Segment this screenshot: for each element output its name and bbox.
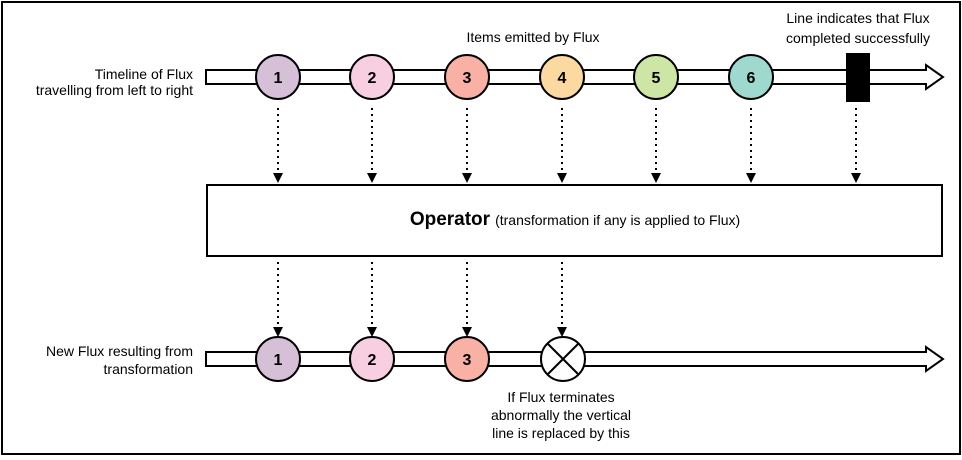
top-timeline: Timeline of Flux travelling from left to…: [36, 10, 945, 102]
bottom-timeline: New Flux resulting from transformation 1…: [46, 336, 945, 441]
top-marble-circle: [349, 54, 395, 100]
top-marble-label: 2: [368, 70, 377, 87]
error-label-line-2: abnormally the vertical: [491, 407, 631, 423]
bottom-marble-1: 1: [255, 336, 301, 382]
bottom-marble-label: 1: [274, 352, 283, 369]
operator-subtitle: (transformation if any is applied to Flu…: [495, 212, 740, 228]
bottom-timeline-label-line-1: New Flux resulting from: [46, 343, 193, 359]
top-marble-circle: [444, 54, 490, 100]
top-timeline-label-line-1: Timeline of Flux: [95, 66, 193, 82]
bottom-marble-label: 3: [463, 352, 472, 369]
completion-marker: [846, 53, 870, 102]
bottom-marble-3: 3: [444, 336, 490, 382]
error-marker: [540, 336, 586, 382]
top-marble-label: 1: [274, 70, 283, 87]
bottom-marbles: 1 2 3: [255, 336, 490, 382]
bottom-marble-label: 2: [368, 352, 377, 369]
operator-text: Operator(transformation if any is applie…: [410, 209, 740, 230]
bottom-timeline-label-line-2: transformation: [104, 361, 193, 377]
operator-title: Operator: [410, 209, 491, 230]
top-marble-6: 6: [728, 54, 774, 100]
top-timeline-label-line-2: travelling from left to right: [36, 82, 193, 98]
top-marble-circle: [255, 54, 301, 100]
top-marble-1: 1: [255, 54, 301, 100]
top-marbles: 1 2 3 4 5 6: [255, 54, 774, 100]
top-marble-label: 4: [558, 70, 567, 87]
top-marble-circle: [539, 54, 585, 100]
error-cross-line-2: [547, 343, 579, 375]
error-label-line-3: line is replaced by this: [492, 425, 630, 441]
items-emitted-label: Items emitted by Flux: [466, 29, 599, 45]
top-marble-circle: [633, 54, 679, 100]
operator-box: Operator(transformation if any is applie…: [206, 184, 943, 257]
operator-rect: [206, 184, 943, 257]
top-marble-circle: [728, 54, 774, 100]
top-marble-label: 6: [747, 70, 756, 87]
bottom-marble-circle: [444, 336, 490, 382]
error-label-line-1: If Flux terminates: [507, 389, 614, 405]
completion-label-line-1: Line indicates that Flux: [786, 10, 929, 26]
top-marble-2: 2: [349, 54, 395, 100]
bottom-marble-2: 2: [349, 336, 395, 382]
completion-label-line-2: completed successfully: [786, 30, 930, 46]
top-marble-4: 4: [539, 54, 585, 100]
top-marble-3: 3: [444, 54, 490, 100]
top-marble-5: 5: [633, 54, 679, 100]
top-marble-label: 5: [652, 70, 661, 87]
bottom-marble-circle: [255, 336, 301, 382]
bottom-marble-circle: [349, 336, 395, 382]
top-marble-label: 3: [463, 70, 472, 87]
